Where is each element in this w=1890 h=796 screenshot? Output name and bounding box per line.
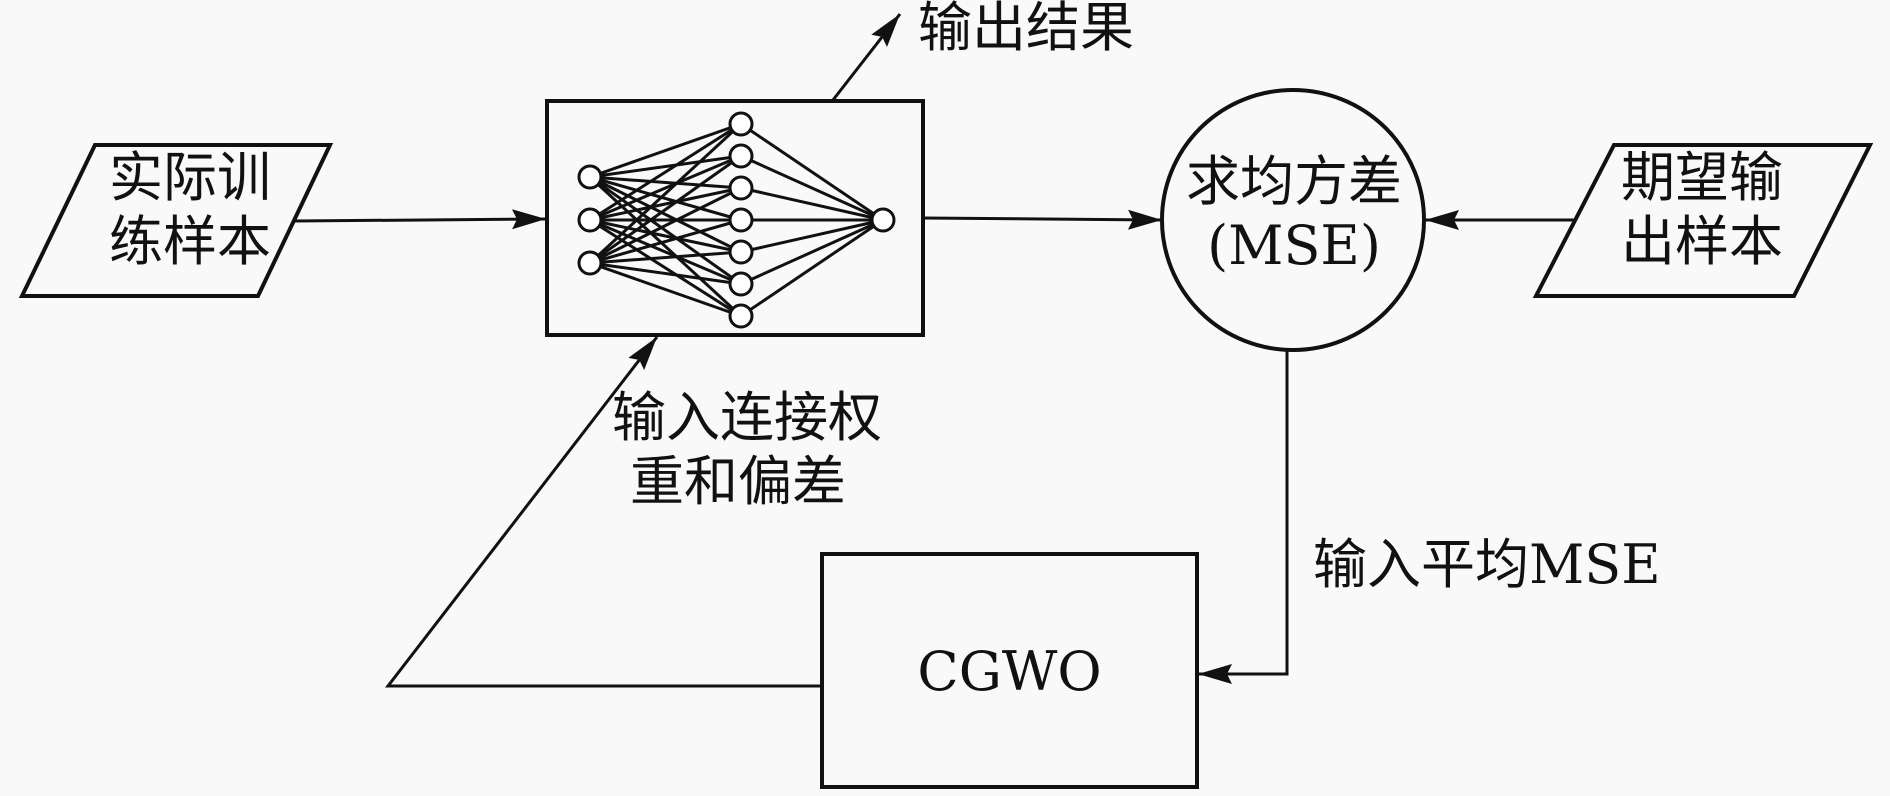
nn-connection — [589, 122, 742, 222]
training-samples-line-2: 练样本 — [109, 210, 271, 273]
nn-hidden-node — [728, 271, 754, 297]
nn-input-node — [577, 207, 603, 233]
cgwo-box — [820, 552, 1199, 789]
arrow-output-result — [831, 13, 902, 101]
nn-connection — [589, 218, 742, 254]
nn-input-node — [577, 164, 603, 190]
nn-hidden-node — [728, 143, 754, 169]
nn-hidden-node — [728, 175, 754, 201]
nn-connection — [740, 218, 884, 318]
weights-biases-line-1: 输入连接权 — [612, 386, 882, 449]
nn-hidden-node — [728, 303, 754, 329]
nn-connection — [589, 261, 742, 318]
nn-hidden-node — [728, 239, 754, 265]
nn-connection — [589, 154, 742, 265]
training-samples-shape — [18, 143, 334, 298]
arrow-network-to-mse — [922, 209, 1163, 230]
mse-label: 求均方差 (MSE) — [1163, 150, 1425, 278]
expected-output-line-2: 出样本 — [1621, 210, 1783, 273]
nn-connection — [589, 186, 742, 222]
neural-network-graph — [577, 111, 896, 329]
nn-connection — [588, 175, 743, 318]
nn-connection — [589, 175, 742, 222]
arrow-samples-to-network — [294, 209, 547, 230]
nn-connection — [740, 186, 884, 222]
expected-output-shape — [1532, 143, 1874, 298]
mse-line-1: 求均方差 — [1186, 150, 1402, 213]
nn-connection — [589, 175, 742, 286]
nn-hidden-node — [728, 207, 754, 233]
nn-connection — [589, 175, 742, 254]
nn-connection — [740, 154, 884, 222]
nn-connection — [589, 261, 742, 286]
expected-output-label: 期望输 出样本 — [1612, 146, 1792, 274]
training-samples-label: 实际训 练样本 — [100, 146, 280, 274]
output-result-label: 输出结果 — [918, 0, 1134, 59]
nn-connection — [588, 122, 743, 265]
mse-circle — [1160, 88, 1426, 352]
weights-biases-label: 输入连接权 重和偏差 — [612, 386, 882, 514]
arrow-mse-to-cgwo — [1198, 350, 1289, 684]
arrow-cgwo-to-network — [384, 336, 822, 688]
nn-connection — [740, 218, 884, 254]
cgwo-label: CGWO — [917, 640, 1102, 703]
nn-connection — [740, 218, 884, 286]
mse-line-2: (MSE) — [1207, 214, 1381, 277]
training-samples-line-1: 实际训 — [109, 146, 271, 209]
nn-connection — [589, 250, 742, 265]
weights-biases-line-2: 重和偏差 — [630, 450, 846, 513]
nn-connection — [589, 218, 742, 286]
expected-output-line-1: 期望输 — [1621, 146, 1783, 209]
nn-connection — [589, 122, 742, 179]
nn-hidden-node — [728, 111, 754, 137]
nn-connection — [589, 218, 742, 265]
nn-connection — [589, 218, 742, 318]
nn-connection — [589, 186, 742, 265]
nn-connection — [589, 154, 742, 222]
nn-input-node — [577, 250, 603, 276]
nn-connection — [589, 175, 742, 190]
nn-output-node — [870, 207, 896, 233]
nn-connection — [589, 154, 742, 179]
avg-mse-label: 输入平均MSE — [1313, 533, 1661, 596]
nn-connection — [740, 122, 884, 222]
